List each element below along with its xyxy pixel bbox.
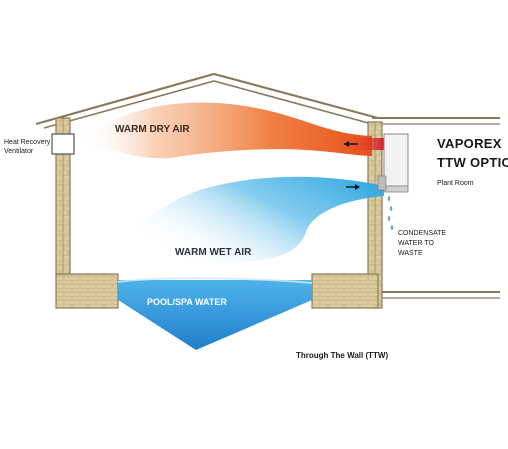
- roof: [35, 72, 500, 129]
- floor-slab: [55, 273, 500, 309]
- warm-dry-air-label: WARM DRY AIR: [115, 124, 190, 135]
- condensate-label: CONDENSATE WATER TO WASTE: [398, 230, 447, 257]
- product-title-line1: VAPOREX: [437, 136, 502, 151]
- water-drop-icon: [387, 195, 394, 231]
- arrow-left-icon: [344, 141, 358, 147]
- ventilator-label: Heat Recovery Ventilator: [4, 139, 51, 155]
- pool-basin: [117, 277, 313, 350]
- warm-wet-air-plume: [124, 176, 384, 262]
- plant-room-label: Plant Room: [437, 180, 474, 187]
- warm-wet-air-label: WARM WET AIR: [175, 247, 252, 258]
- vaporex-unit: [377, 133, 409, 193]
- arrow-right-icon: [346, 184, 360, 190]
- supply-duct: [340, 138, 384, 150]
- warm-dry-air-plume: [80, 102, 372, 159]
- ventilator-unit: [51, 133, 75, 155]
- diagram-caption: Through The Wall (TTW): [296, 351, 389, 360]
- product-title-line2: TTW OPTION: [437, 155, 508, 170]
- pool-water-label: POOL/SPA WATER: [147, 297, 227, 307]
